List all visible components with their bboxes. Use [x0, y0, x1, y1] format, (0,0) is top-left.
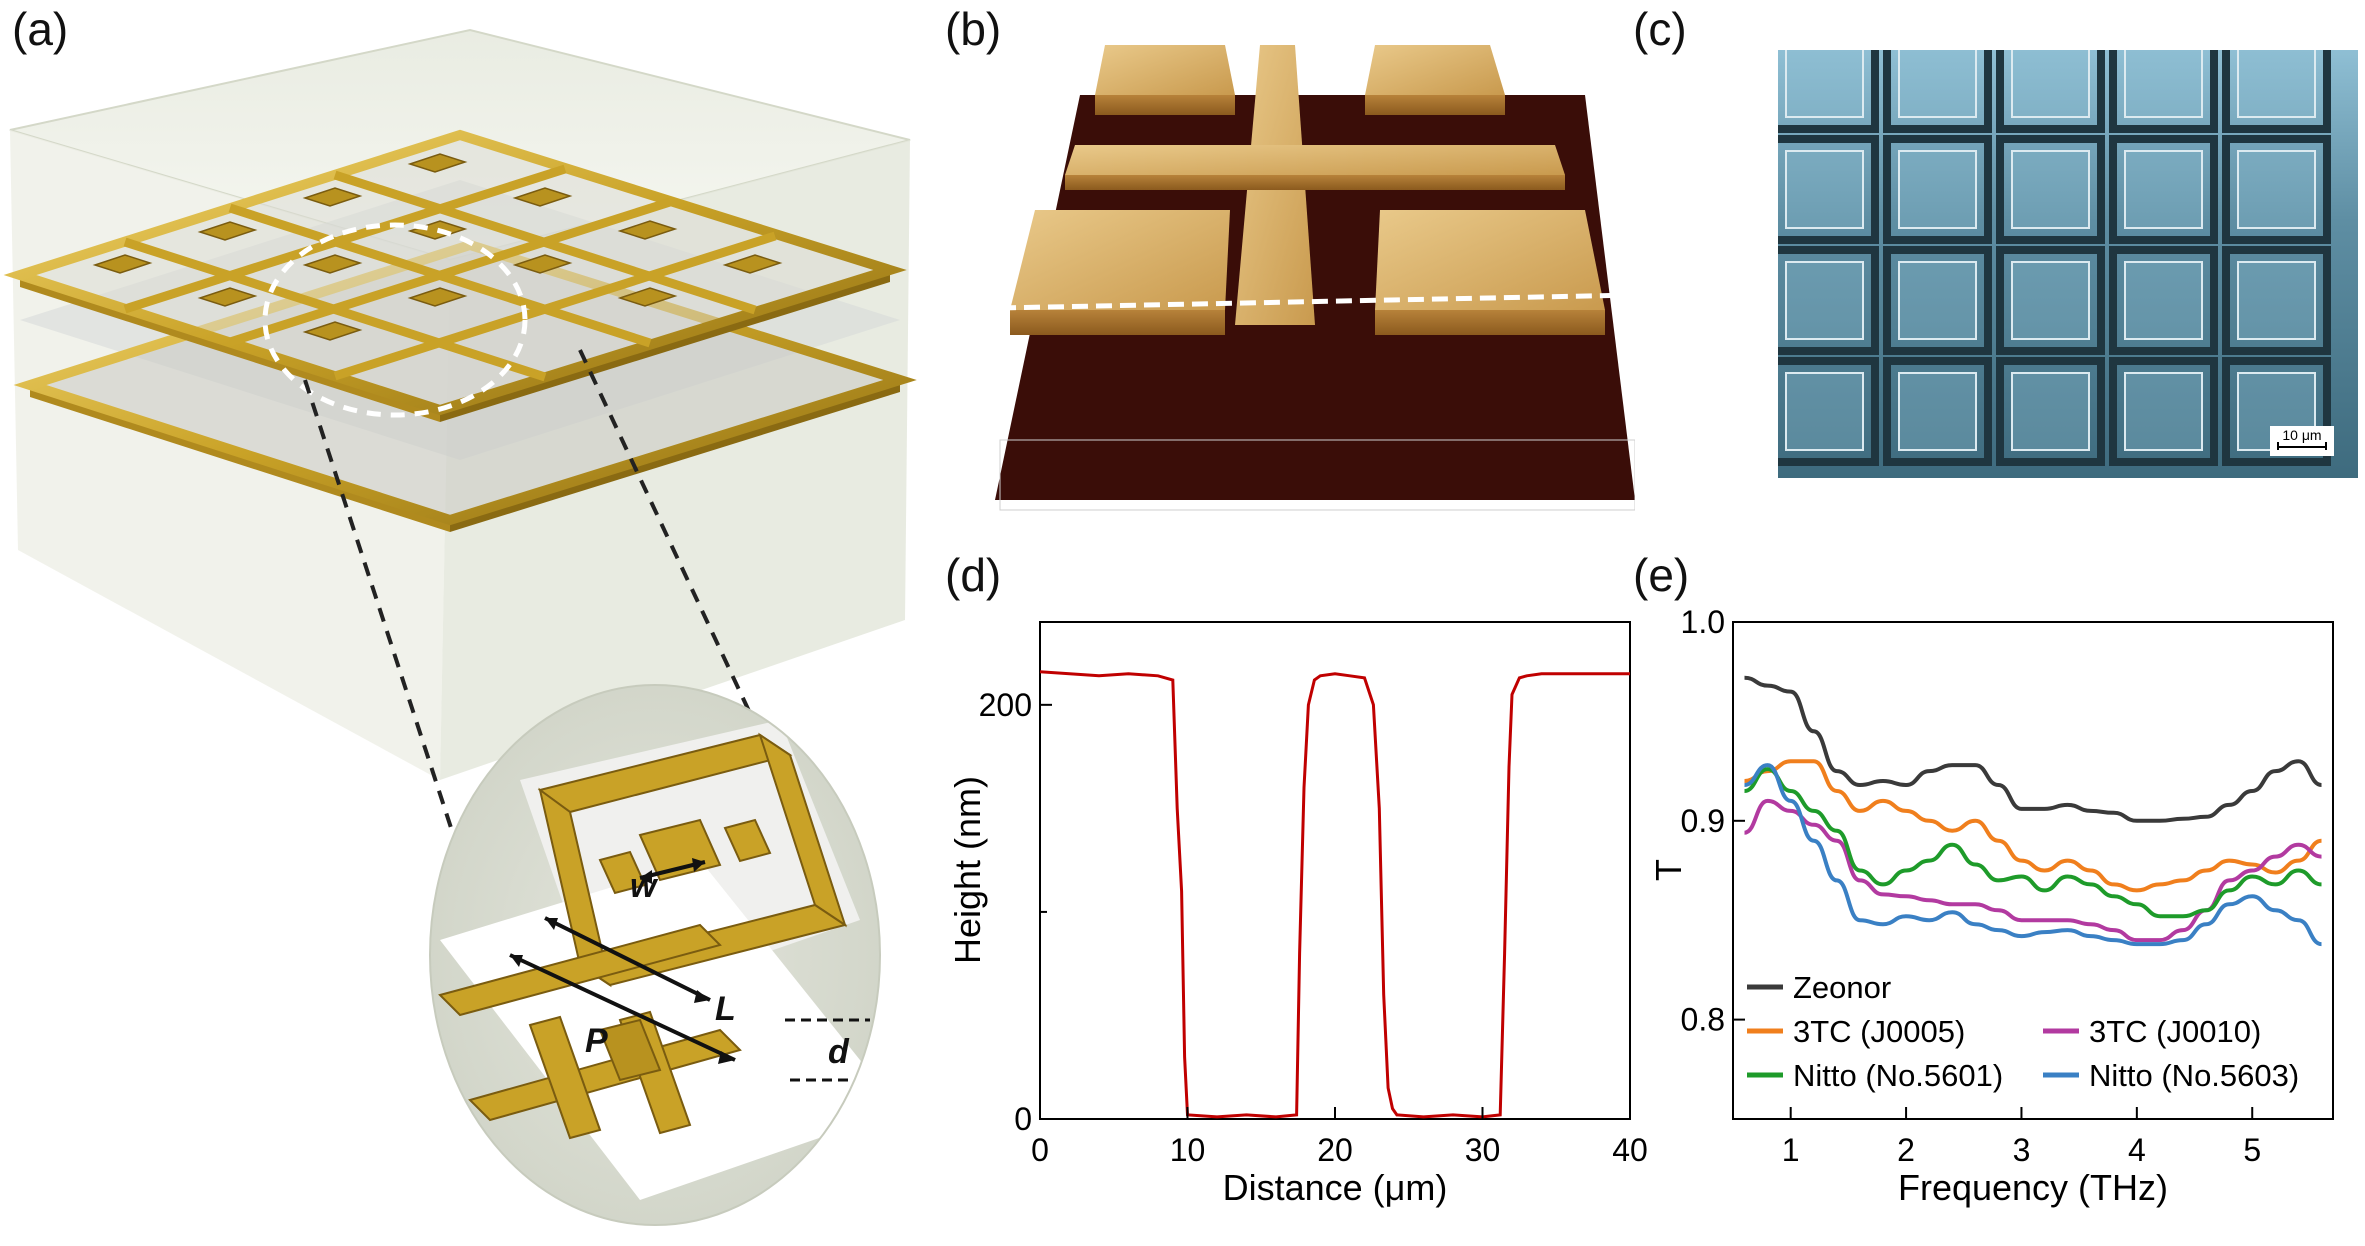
- x-tick-label-d-1: 10: [1170, 1132, 1206, 1168]
- chart-e-frame: [1732, 621, 2334, 1120]
- afm-trench-floor: [995, 95, 1635, 500]
- x-tick-label-e-3: 4: [2128, 1132, 2146, 1168]
- x-tick-label-e-1: 2: [1897, 1132, 1915, 1168]
- x-tick-label-d-0: 0: [1031, 1132, 1049, 1168]
- chart-d-frame: [1039, 621, 1631, 1120]
- x-axis-label: Distance (μm): [1223, 1167, 1448, 1208]
- zoom-line-left: [303, 379, 457, 841]
- param-L-label: L: [715, 990, 736, 1028]
- micrograph-image: 10 μm: [1770, 24, 2358, 478]
- param-P-label: P: [585, 1022, 608, 1060]
- panel-b-afm: [995, 40, 1695, 540]
- y-axis-label: Height (nm): [947, 776, 988, 964]
- unit-cell-7: [1996, 135, 2105, 244]
- unit-cell-19: [2222, 357, 2331, 466]
- unit-cell-6: [1883, 135, 1992, 244]
- series-1: [1744, 759, 2322, 893]
- panel-label-d: (d): [945, 549, 1002, 601]
- y-axis-label-e: T: [1648, 859, 1689, 881]
- unit-cell-13: [2109, 246, 2218, 355]
- series-4: [1744, 763, 2322, 947]
- x-tick-label-e-4: 5: [2243, 1132, 2261, 1168]
- panel-label-e: (e): [1633, 549, 1690, 601]
- panel-label-c: (c): [1633, 3, 1687, 55]
- legend-label-4: Nitto (No.5603): [2089, 1058, 2299, 1093]
- panel-d-chart: 0 10 20 30 40 0 200 Distance (μm) Height (nm): [945, 600, 1665, 1240]
- x-tick-label-e-0: 1: [1782, 1132, 1800, 1168]
- y-tick-label-e-2: 1.0: [1681, 604, 1725, 640]
- panel-label-b: (b): [945, 3, 1002, 55]
- series-height-profile: [1039, 670, 1630, 1119]
- y-tick-label-e-0: 0.8: [1681, 1002, 1725, 1038]
- param-d-label: d: [828, 1033, 850, 1071]
- x-tick-label-d-3: 30: [1465, 1132, 1501, 1168]
- panel-c-micrograph: 10 μm: [1770, 24, 2358, 478]
- unit-cell-18: [2109, 357, 2218, 466]
- unit-cell-11: [1883, 246, 1992, 355]
- unit-cell-17: [1996, 357, 2105, 466]
- unit-cell-12: [1996, 246, 2105, 355]
- afm-render: [995, 45, 1636, 511]
- panel-e-chart: 1 2 3 4 5 0.8 0.9 1.0 Zeonor 3TC (J0005) 3TC (J0…: [1633, 600, 2363, 1240]
- zoom-inset: w L P d: [429, 684, 881, 1226]
- scale-bar-box: [2270, 426, 2334, 456]
- unit-cell-8: [2109, 135, 2218, 244]
- legend-label-0: Zeonor: [1793, 970, 1891, 1005]
- legend-label-1: 3TC (J0005): [1793, 1014, 1965, 1049]
- afm-cross: [1065, 45, 1565, 325]
- afm-profile-line: [999, 292, 1636, 311]
- x-tick-label-d-4: 40: [1612, 1132, 1648, 1168]
- metamaterial-schematic: w L P d: [3, 28, 917, 1226]
- selection-circle: [262, 222, 528, 418]
- y-tick-label-e-1: 0.9: [1681, 803, 1725, 839]
- unit-cell-14: [2222, 246, 2331, 355]
- legend-label-3: Nitto (No.5601): [1793, 1058, 2003, 1093]
- afm-pads: [1010, 45, 1605, 335]
- panel-a-schematic: w L P d: [0, 20, 930, 1241]
- series-0: [1744, 675, 2322, 823]
- panel-label-a: (a): [12, 3, 69, 55]
- series-3: [1744, 767, 2322, 919]
- x-tick-label-e-2: 3: [2013, 1132, 2031, 1168]
- param-w-label: w: [630, 867, 659, 905]
- transmission-chart: 1 2 3 4 5 0.8 0.9 1.0 Zeonor 3TC (J0005) 3TC (J0…: [1648, 604, 2334, 1208]
- x-axis-label-e: Frequency (THz): [1898, 1167, 2168, 1208]
- scale-bar-label: 10 μm: [2282, 427, 2321, 443]
- unit-cell-16: [1883, 357, 1992, 466]
- upper-metal-layer: [3, 129, 907, 422]
- unit-cell-9: [2222, 135, 2331, 244]
- series-2: [1743, 798, 2322, 943]
- x-tick-label-d-2: 20: [1317, 1132, 1353, 1168]
- y-tick-label-d-0: 0: [1014, 1101, 1032, 1137]
- y-tick-label-d-1: 200: [979, 687, 1032, 723]
- height-profile-chart: 0 10 20 30 40 0 200 Distance (μm) Height (nm): [947, 621, 1648, 1208]
- legend-label-2: 3TC (J0010): [2089, 1014, 2261, 1049]
